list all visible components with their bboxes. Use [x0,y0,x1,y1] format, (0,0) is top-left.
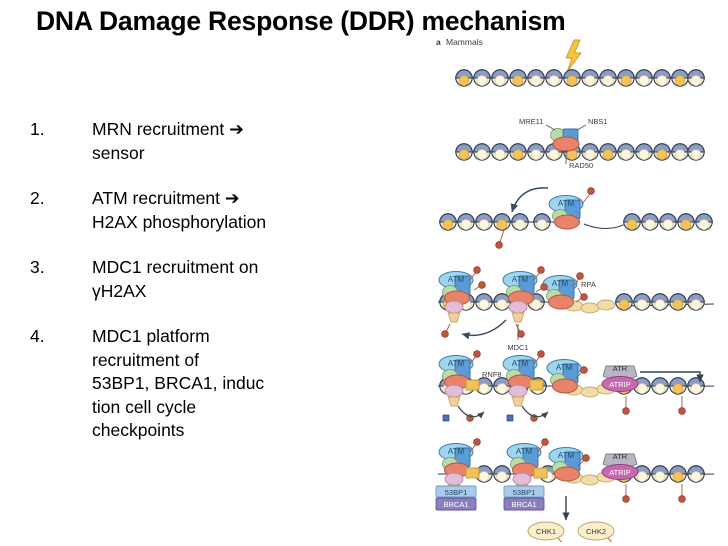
list-item-text: MDC1 recruitment on γH2AX [92,257,259,301]
nucleosome-array-damage [455,69,705,87]
lightning-bolt-icon [565,39,582,73]
phospho-marks-outcomes [469,438,686,503]
rnf8-shape [465,379,480,391]
atm-complex-icon [502,271,538,323]
atm-label: ATM [448,275,465,284]
atm-label: ATM [512,359,529,368]
rad50-label: RAD50 [569,161,593,170]
atm-label: ATM [552,279,569,288]
atrip-label: ATRIP [609,468,631,477]
mdc1-recruitment-arrow [461,319,507,340]
p53bp1-box [503,485,545,498]
rnf8-shape [529,379,544,391]
brca1-label: BRCA1 [443,500,468,509]
p53bp1-label: 53BP1 [513,488,536,497]
atm-complex-icon [502,355,544,407]
panel-rnf8: ATM ATM ATM RNF8 ATR [438,350,715,422]
phospho-marks-atm [495,187,595,249]
panel-mrn: MRE11 NBS1 RAD50 [455,117,705,170]
list-item: 2. ATM recruitment ➔ H2AX phosphorylatio… [30,187,360,234]
mre11-label: MRE11 [519,117,543,126]
phospho-marks-mdc1 [441,266,588,338]
panel-atm: ATM [439,187,713,249]
atm-label: ATM [512,275,529,284]
chk2-node: CHK2 [577,521,615,542]
atr-label: ATR [613,364,628,373]
page-title: DNA Damage Response (DDR) mechanism [36,6,566,36]
recruitment-arrow [510,187,549,213]
list-item: 4. MDC1 platform recruitment of 53BP1, B… [30,325,360,443]
atm-label: ATM [448,447,465,456]
list-item-text: MDC1 platform recruitment of 53BP1, BRCA… [92,326,265,440]
mdc1-shape [444,300,464,314]
atm-label: ATM [556,363,573,372]
list-item-number: 2. [30,188,45,208]
panel-mdc1: RPA ATM ATM ATM [438,266,715,352]
chk2-label: CHK2 [586,527,606,536]
list-item-number: 3. [30,257,45,277]
panel-outcomes: ATM 53BP1 BRCA1 ATM 53BP1 BRCA1 [435,438,715,542]
mdc1-label: MDC1 [507,343,528,352]
panel-letter-label: a [436,37,441,47]
atm-label: ATM [516,447,533,456]
atm-complex-icon [438,355,480,407]
p53bp1-box [435,485,477,498]
panel-damage: a Mammals [436,37,705,87]
brca1-box [435,497,477,511]
atm-label: ATM [558,199,575,208]
list-item-number: 1. [30,119,45,139]
list-item-text: ATM recruitment ➔ H2AX phosphorylation [92,188,267,232]
chk1-node: CHK1 [527,521,565,542]
atr-label: ATR [613,452,628,461]
rnf8-label: RNF8 [482,370,502,379]
brca1-box [503,497,545,511]
atr-atrip-icon [601,365,639,392]
list-item-number: 4. [30,326,45,346]
marks-rnf8 [442,350,686,422]
nbs1-label: NBS1 [588,117,608,126]
chk1-label: CHK1 [536,527,556,536]
atr-atrip-icon [601,453,639,480]
list-item: 1. MRN recruitment ➔ sensor [30,118,360,165]
p53bp1-label: 53BP1 [445,488,468,497]
list-item: 3. MDC1 recruitment on γH2AX [30,256,360,303]
rpa-label: RPA [581,280,596,289]
atm-label: ATM [448,359,465,368]
ddr-pathway-figure: a Mammals [424,34,724,542]
mdc1-shape [508,300,528,314]
organism-label: Mammals [446,37,483,47]
list-item-text: MRN recruitment ➔ sensor [92,119,244,163]
mrn-complex-icon [550,128,580,152]
brca1-label: BRCA1 [511,500,536,509]
nucleosome-array-mrn [455,143,705,161]
atm-label: ATM [558,451,575,460]
atrip-label: ATRIP [609,380,631,389]
atm-complex-icon [438,271,474,323]
atr-spread-arrow [640,371,704,383]
ddr-step-list: 1. MRN recruitment ➔ sensor 2. ATM recru… [30,118,360,463]
